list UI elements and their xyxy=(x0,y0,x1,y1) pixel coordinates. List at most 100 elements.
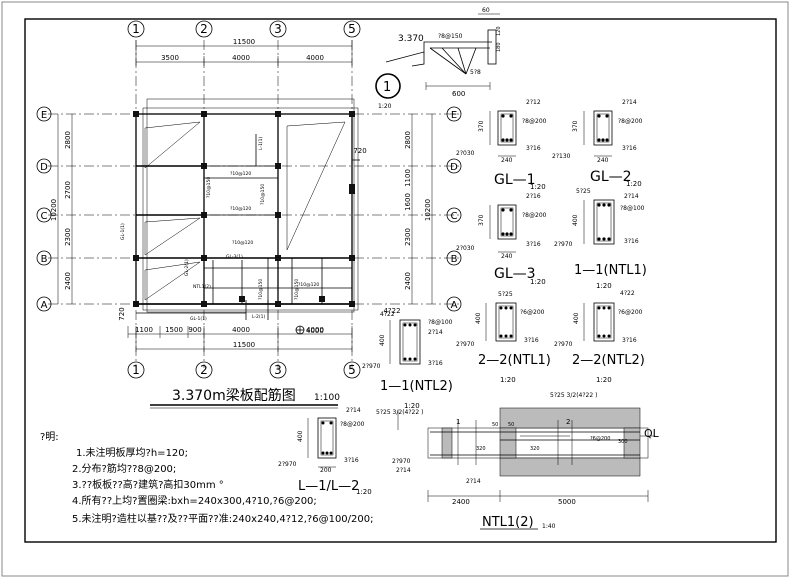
bottom-rebar: 3?16 xyxy=(526,145,541,152)
axis-label: E xyxy=(41,110,47,121)
dim-total: 11500 xyxy=(233,341,255,349)
axis-bubbles-right: E D C B A xyxy=(446,106,462,312)
axis-label: 3 xyxy=(274,363,282,377)
section-1-1-ntl2: 4?22 400 ?8@100 2?14 3?16 2?970 1—1(NTL2… xyxy=(362,311,453,410)
beam-label: ?10@150 xyxy=(258,279,264,300)
section-extra: 2?030 xyxy=(456,245,475,252)
axis-bubbles-left: E D C B A xyxy=(36,106,52,312)
section-width: 200 xyxy=(320,467,332,474)
dim: 4000 xyxy=(232,54,250,62)
dimensions-right: 2800 1100 1600 2300 2400 10200 720 720 4… xyxy=(118,114,433,321)
beam-tag: GL-2(1) xyxy=(184,259,190,276)
axis-label: D xyxy=(40,162,48,173)
note-item: 3.??板板??高?建筑?高扣30mm ° xyxy=(72,478,224,491)
beam-labels: ?10@120 ?10@150 ?10@120 ?10@150 ?10@120 … xyxy=(120,136,319,322)
section-name: 2—2(NTL2) xyxy=(572,353,645,368)
bottom-rebar: 3?16 xyxy=(428,360,443,367)
top-rebar: 2?16 xyxy=(526,193,541,200)
axis-label: C xyxy=(41,211,48,222)
dim: 4000 xyxy=(232,326,250,334)
cut-mark: 1 xyxy=(456,418,460,426)
section-gl-2: 370 240 2?14 ?8@200 3?16 2?130 GL—2 1:20 xyxy=(552,99,643,188)
beam-label: ?10@120 xyxy=(232,240,253,246)
page-title: 3.370m梁板配筋图 xyxy=(172,387,296,404)
dim: 2400 xyxy=(404,272,412,290)
section-scale: 1:20 xyxy=(500,376,516,384)
beam-tag: GL-3(1) xyxy=(226,254,243,260)
notes: ?明: 1.未注明板厚均?h=120; 2.分布?筋均??8@200; 3.??… xyxy=(40,431,374,525)
ntl-top-left: 5?25 3/2(4?22 ) xyxy=(376,409,423,416)
stirrup: ?6@200 xyxy=(520,309,545,316)
section-name: 1—1(NTL1) xyxy=(574,263,647,278)
beam-tag: L-1(1) xyxy=(258,136,264,150)
axis-label: 1 xyxy=(132,22,140,36)
dim: 120 xyxy=(496,26,502,36)
section-scale: 1:20 xyxy=(596,282,612,290)
top-rebar: 2?14 xyxy=(622,99,637,106)
span-dim: 2400 xyxy=(452,498,470,506)
top-rebar: 4?22 xyxy=(380,311,395,318)
ntl-scale: 1:40 xyxy=(542,523,556,530)
dim: 1100 xyxy=(404,169,412,187)
sheet-frame xyxy=(24,18,777,543)
section-gl-1: 370 240 2?12 ?8@200 3?16 2?030 GL—1 1:20 xyxy=(456,99,547,191)
stirrup: ?6@200 xyxy=(590,436,610,442)
cut-mark: 2 xyxy=(566,418,570,426)
section-2-2-ntl1: 5?25 400 ?6@200 3?16 2?970 2—2(NTL1) 1:2… xyxy=(456,291,551,384)
beam-tag: L-2(1) xyxy=(252,314,266,320)
rebar-label: 5?8 xyxy=(470,69,481,76)
top-rebar: 2?14 xyxy=(624,193,639,200)
note-item: 5.未注明?造柱以基??及??平面??准:240x240,4?12,?6@100… xyxy=(72,512,374,525)
beam-label: ?10@120 xyxy=(298,282,319,288)
dim: 50 xyxy=(492,422,498,428)
top-rebar: 2?12 xyxy=(526,99,541,106)
beam-label: ?10@150 xyxy=(206,177,212,198)
axis-label: 5 xyxy=(348,363,356,377)
section-l1-l2: 400 200 2?14 ?8@200 3?16 2?970 L—1/L—2 1… xyxy=(278,407,372,496)
axis-label: B xyxy=(41,254,48,265)
axis-label: 1 xyxy=(132,363,140,377)
dim: 320 xyxy=(476,446,486,452)
plan-title: 3.370m梁板配筋图 1:100 xyxy=(150,387,340,409)
section-height: 400 xyxy=(475,312,482,324)
section-gl-3: 370 240 2?16 ?8@200 3?16 2?030 GL—3 1:20 xyxy=(456,193,547,286)
bottom-rebar: 3?16 xyxy=(344,457,359,464)
bottom-rebar: 3?16 xyxy=(524,337,539,344)
section-width: 240 xyxy=(597,157,609,164)
section-height: 400 xyxy=(297,430,304,442)
dim: 3500 xyxy=(161,54,179,62)
dim: 2300 xyxy=(404,228,412,246)
circle-note: 4000 xyxy=(306,327,324,335)
detail-scale: 1:20 xyxy=(378,103,392,110)
title-scale: 1:100 xyxy=(314,393,340,403)
top-rebar: 4?22 xyxy=(620,290,635,297)
top-rebar: 5?25 xyxy=(498,291,513,298)
axis-label: 3 xyxy=(274,22,282,36)
bottom-rebar: 3?16 xyxy=(622,145,637,152)
axis-label: D xyxy=(450,162,458,173)
dim: 1100 xyxy=(135,326,153,334)
section-extra: 2?970 xyxy=(278,461,297,468)
section-extra: 2?970 xyxy=(554,341,573,348)
section-scale: 1:20 xyxy=(404,402,420,410)
stirrup: ?8@100 xyxy=(428,319,453,326)
dim: 900 xyxy=(188,326,201,334)
axis-label: 2 xyxy=(200,363,208,377)
section-scale: 1:20 xyxy=(596,376,612,384)
section-scale: 1:20 xyxy=(356,488,372,496)
dim-total: 10200 xyxy=(50,199,58,221)
beam-label: ?10@120 xyxy=(230,171,251,177)
stirrup: ?8@200 xyxy=(340,421,365,428)
dim: 720 xyxy=(118,307,126,320)
section-width: 240 xyxy=(501,253,513,260)
dim: 2800 xyxy=(64,131,72,149)
bottom-rebar: 3?16 xyxy=(624,238,639,245)
top-rebar-2: 2?14 xyxy=(428,329,443,336)
beam-tag: GL-1(1) xyxy=(190,316,207,322)
axis-label: B xyxy=(451,254,458,265)
section-height: 370 xyxy=(478,120,485,132)
axis-bubbles-bottom: 1 2 3 5 xyxy=(127,361,361,379)
note-item: 1.未注明板厚均?h=120; xyxy=(76,446,188,459)
ntl-bottom-left: 2?14 xyxy=(396,467,411,474)
